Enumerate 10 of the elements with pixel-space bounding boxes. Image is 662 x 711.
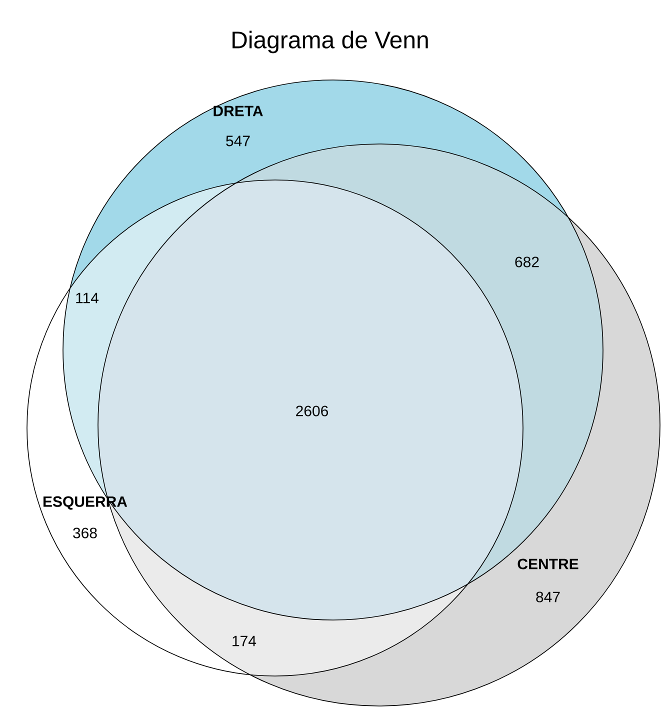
region-count: 682 bbox=[515, 256, 539, 268]
region-count: 2606 bbox=[296, 406, 328, 416]
set-name: DRETA bbox=[214, 106, 263, 116]
region-count: 174 bbox=[232, 636, 256, 646]
set-count: 368 bbox=[73, 528, 97, 538]
chart-title: Diagrama de Venn bbox=[232, 30, 428, 54]
region-count: 114 bbox=[76, 292, 99, 304]
set-count: 847 bbox=[536, 592, 560, 602]
set-count: 547 bbox=[226, 136, 250, 146]
set-name: CENTRE bbox=[518, 558, 578, 570]
